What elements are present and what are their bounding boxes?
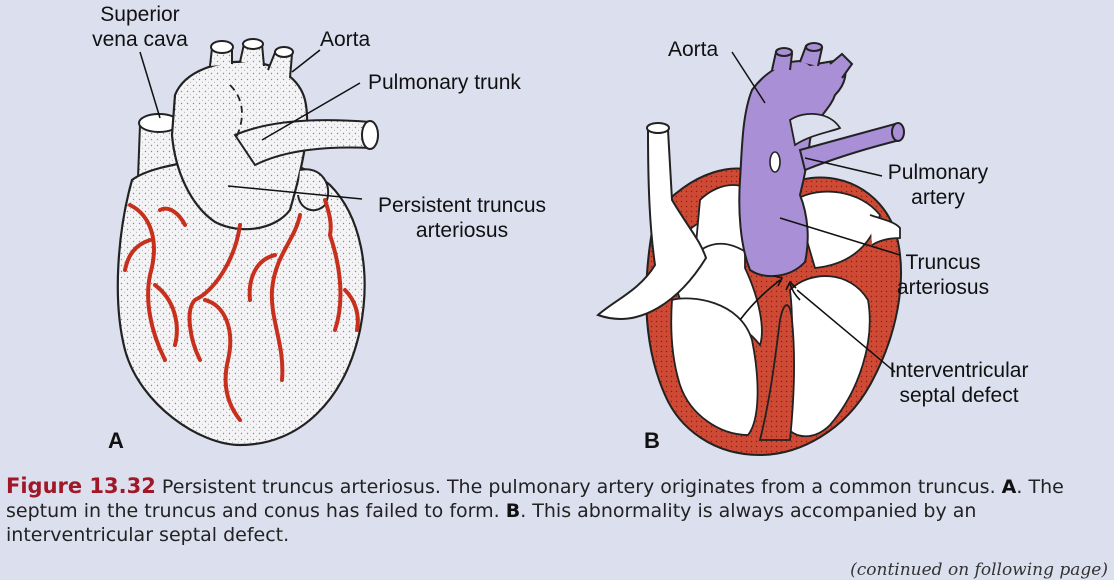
label-superior-vena-cava: Superior vena cava xyxy=(80,2,200,52)
label-persistent-truncus: Persistent truncus arteriosus xyxy=(362,193,562,243)
continued-note: (continued on following page) xyxy=(850,560,1108,580)
label-superior-vena-cava-line1: Superior xyxy=(100,3,180,26)
figure-caption: Figure 13.32 Persistent truncus arterios… xyxy=(6,474,1108,547)
label-superior-vena-cava-line2: vena cava xyxy=(92,28,188,51)
panel-letter-b: B xyxy=(644,428,660,453)
figure-number: Figure 13.32 xyxy=(6,474,156,498)
label-pulmonary-artery-line1: Pulmonary xyxy=(887,161,989,184)
flow-arrows xyxy=(739,275,801,321)
heart-b-drawing xyxy=(596,42,905,457)
label-pulmonary-artery: Pulmonary artery xyxy=(878,160,998,210)
label-persistent-truncus-line2: arteriosus xyxy=(415,219,509,242)
label-ivsd-line2: septal defect xyxy=(899,384,1019,407)
heart-a-drawing xyxy=(116,38,379,447)
label-aorta-b: Aorta xyxy=(668,38,719,61)
label-truncus-line2: arteriosus xyxy=(896,276,990,299)
coronary-vessels xyxy=(123,198,360,422)
label-persistent-truncus-line1: Persistent truncus xyxy=(377,194,547,217)
caption-letter-b: B xyxy=(505,500,521,522)
leader-lines-a xyxy=(139,49,363,200)
figure-illustration xyxy=(116,38,905,457)
caption-text-1: Persistent truncus arteriosus. The pulmo… xyxy=(155,476,1002,498)
label-ivsd-line1: Interventricular xyxy=(889,359,1029,382)
caption-text-3: . This abnormality is always accompanied… xyxy=(6,500,977,546)
label-pulmonary-trunk: Pulmonary trunk xyxy=(368,71,521,94)
label-interventricular-septal-defect: Interventricular septal defect xyxy=(878,358,1040,408)
label-truncus-line1: Truncus xyxy=(905,251,981,274)
label-truncus-arteriosus-b: Truncus arteriosus xyxy=(888,250,998,300)
vena-cava-b xyxy=(596,129,708,320)
caption-text-2: . The septum in the truncus and conus ha… xyxy=(6,476,1064,522)
label-pulmonary-artery-line2: artery xyxy=(911,186,965,209)
label-aorta-a: Aorta xyxy=(320,28,371,51)
leader-lines-b xyxy=(731,51,901,373)
panel-letter-a: A xyxy=(108,428,124,453)
caption-letter-a: A xyxy=(1001,476,1017,498)
